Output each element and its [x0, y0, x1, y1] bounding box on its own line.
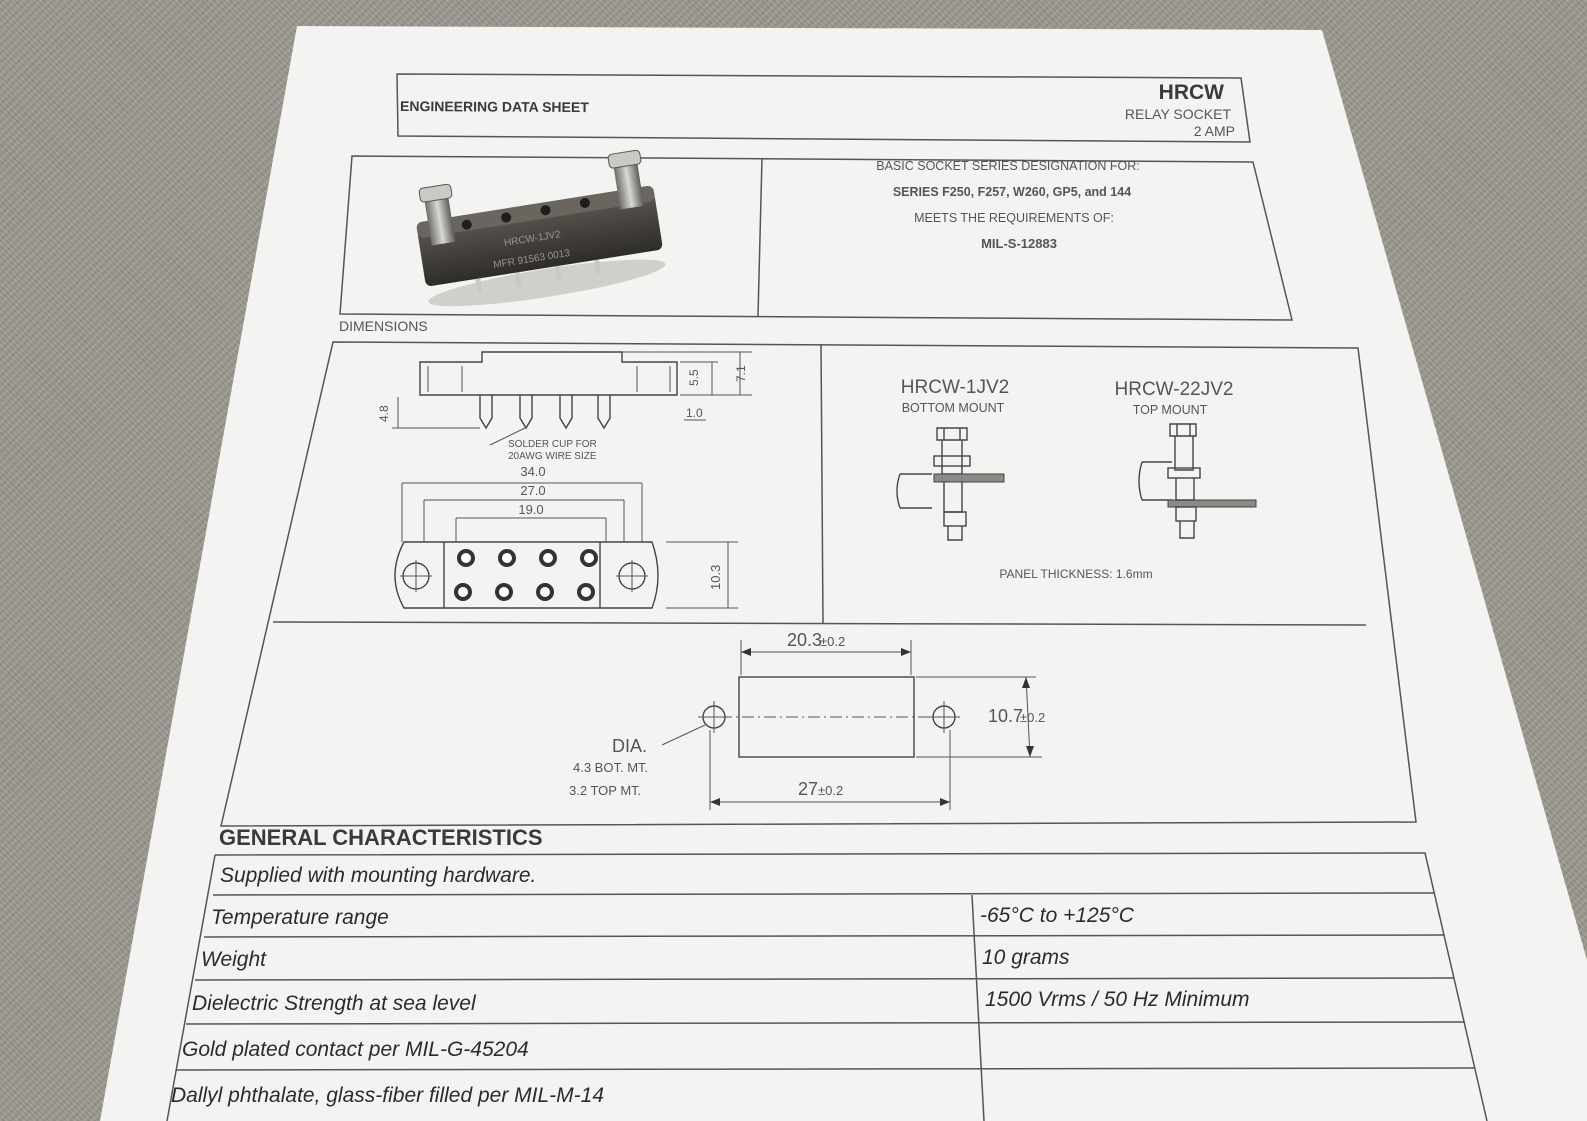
designation-line-2: SERIES F250, F257, W260, GP5, and 144 [893, 185, 1131, 199]
cutout-holes-value: 27 [798, 779, 818, 799]
drawing-box [220, 341, 1417, 827]
designation-line-3: MEETS THE REQUIREMENTS OF: [914, 211, 1114, 225]
general-characteristics-title: GENERAL CHARACTERISTICS [219, 825, 543, 850]
panel-thickness-note: PANEL THICKNESS: 1.6mm [999, 567, 1152, 581]
designation-line-1: BASIC SOCKET SERIES DESIGNATION FOR: [876, 159, 1139, 173]
solder-note-2: 20AWG WIRE SIZE [508, 451, 597, 462]
solder-note-1: SOLDER CUP FOR [508, 439, 597, 450]
side-dim-pin-length: 4.8 [377, 405, 391, 422]
char-row-6-label: Dallyl phthalate, glass-fiber filled per… [171, 1084, 604, 1107]
cutout-height-tolerance: ±0.2 [1020, 710, 1045, 725]
side-dim-body-height: 5.5 [687, 369, 701, 386]
char-row-3-label: Weight [201, 948, 267, 971]
product-subtitle: RELAY SOCKET [1125, 106, 1232, 122]
top-mount-model: HRCW-22JV2 [1115, 379, 1234, 400]
characteristics-table [166, 852, 1488, 1121]
char-row-3-value: 10 grams [982, 946, 1070, 969]
mount-views: HRCW-1JV2 BOTTOM MOUNT HRCW-22JV2 TOP MO… [896, 377, 1257, 581]
side-dim-total-height: 7.1 [734, 365, 748, 382]
top-view-drawing: 34.0 27.0 19.0 10.3 [394, 464, 738, 609]
top-dim-body: 19.0 [518, 502, 543, 517]
designation-line-4: MIL-S-12883 [981, 236, 1057, 251]
char-row-5-label: Gold plated contact per MIL-G-45204 [182, 1038, 529, 1061]
bottom-mount-model: HRCW-1JV2 [901, 377, 1009, 398]
top-dim-overall: 34.0 [520, 464, 545, 479]
top-dim-width: 10.3 [708, 565, 723, 590]
bottom-mount-drawing [896, 427, 1005, 541]
cutout-holes-tolerance: ±0.2 [818, 783, 843, 798]
relay-socket-photo: HRCW-1JV2 MFR 91563 0013 [416, 149, 666, 307]
top-mount-drawing [1138, 423, 1257, 539]
cutout-width-value: 20.3 [787, 630, 822, 650]
bottom-mount-label: BOTTOM MOUNT [902, 401, 1005, 415]
side-dim-pin: 1.0 [686, 406, 703, 420]
side-view-drawing: 5.5 7.1 1.0 4.8 SOLDER CUP FOR 20AWG WIR… [377, 351, 752, 462]
char-row-4-label: Dielectric Strength at sea level [192, 992, 477, 1015]
char-row-2-label: Temperature range [211, 906, 389, 929]
header-box [396, 73, 1251, 143]
dia-label: DIA. [612, 736, 647, 756]
cutout-height-value: 10.7 [988, 706, 1023, 726]
panel-cutout-drawing: 20.3 ±0.2 10.7 ±0.2 27 ±0.2 DIA. 4.3 BOT… [569, 630, 1045, 810]
char-row-2-value: -65°C to +125°C [980, 904, 1135, 927]
intro-box [339, 155, 1293, 321]
top-dim-holes: 27.0 [520, 483, 545, 498]
char-row-1-label: Supplied with mounting hardware. [220, 864, 536, 887]
dia-bottom-mount: 4.3 BOT. MT. [573, 760, 648, 775]
char-row-4-value: 1500 Vrms / 50 Hz Minimum [985, 988, 1250, 1011]
dimensions-label: DIMENSIONS [339, 318, 428, 334]
model-title: HRCW [1159, 81, 1224, 104]
engineering-data-sheet-title: ENGINEERING DATA SHEET [400, 98, 589, 115]
top-mount-label: TOP MOUNT [1133, 403, 1208, 417]
dia-top-mount: 3.2 TOP MT. [569, 783, 641, 798]
rating-subtitle: 2 AMP [1194, 123, 1235, 139]
cutout-width-tolerance: ±0.2 [820, 634, 845, 649]
